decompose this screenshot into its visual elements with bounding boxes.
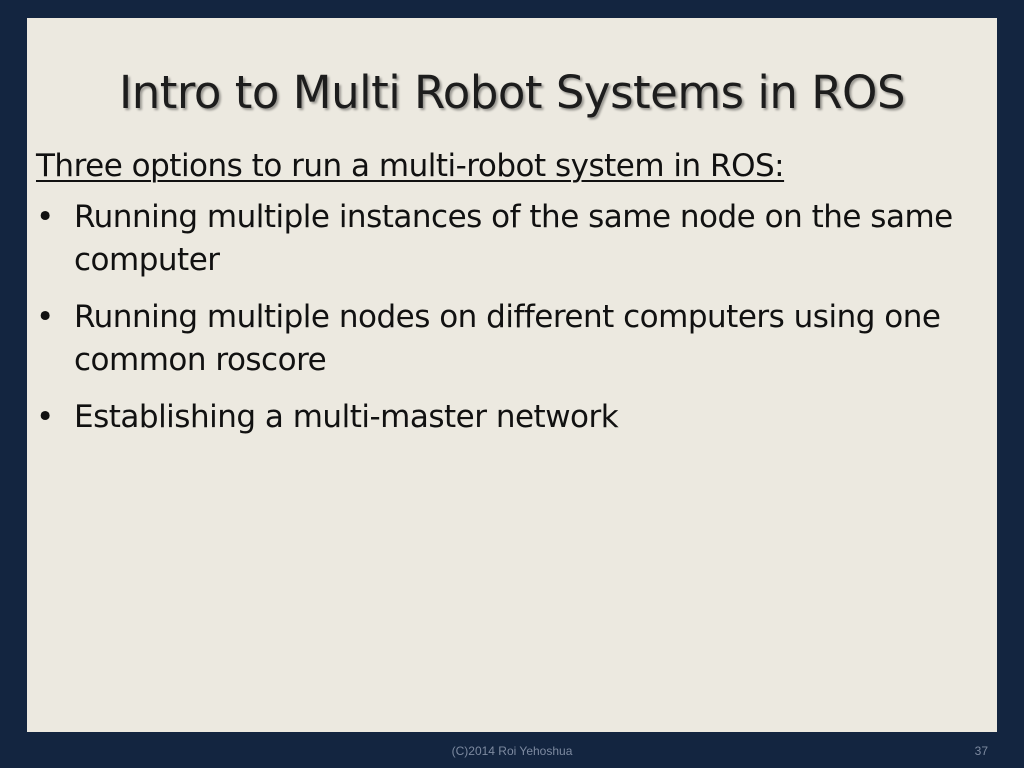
slide-number: 37 [974, 744, 988, 758]
intro-line: Three options to run a multi-robot syste… [36, 148, 785, 184]
slide-content-panel [27, 18, 997, 732]
footer-copyright: (C)2014 Roi Yehoshua [451, 744, 573, 758]
bullet-text: Establishing a multi-master network [74, 399, 619, 436]
slide-body: Three options to run a multi-robot syste… [36, 146, 986, 453]
bullet-icon: • [36, 399, 54, 436]
bullet-icon: • [36, 299, 54, 335]
bullet-text: Running multiple nodes on different comp… [74, 299, 941, 379]
slide-title: Intro to Multi Robot Systems in ROS [118, 66, 906, 120]
bullet-item: • Running multiple instances of the same… [36, 196, 986, 282]
bullet-list: • Running multiple instances of the same… [36, 196, 986, 439]
bullet-item: • Establishing a multi-master network [36, 396, 986, 439]
bullet-icon: • [36, 198, 54, 235]
bullet-text: Running multiple instances of the same n… [74, 198, 953, 278]
bullet-item: • Running multiple nodes on different co… [36, 296, 986, 382]
